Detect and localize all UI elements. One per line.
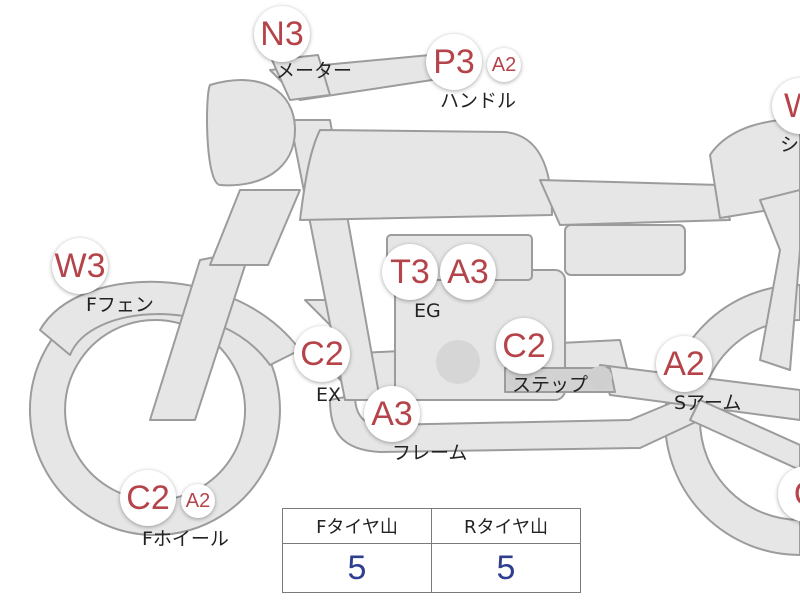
meter-label: メーター bbox=[276, 60, 353, 82]
f-wheel-label: Fホイール bbox=[142, 528, 229, 550]
r-tire-header: Rタイヤ山 bbox=[431, 508, 581, 544]
f-wheel-grade-badge: C2 bbox=[120, 470, 176, 526]
exhaust-label: EX bbox=[316, 384, 342, 406]
table-value-row: 5 5 bbox=[282, 543, 581, 593]
s-arm-label: Sアーム bbox=[674, 392, 742, 414]
f-tire-value: 5 bbox=[282, 543, 432, 593]
step-shape bbox=[504, 367, 616, 393]
engine-grade-badge: T3 bbox=[382, 244, 438, 300]
f-wheel-grade2-badge: A2 bbox=[181, 484, 215, 518]
meter-grade-badge: N3 bbox=[254, 6, 310, 62]
seat-label: シ bbox=[780, 134, 800, 156]
step-label: ステップ bbox=[512, 374, 589, 396]
s-arm-grade-badge: A2 bbox=[656, 336, 712, 392]
r-wheel-grade-badge: C bbox=[778, 466, 800, 522]
engine-grade2-badge: A3 bbox=[440, 244, 496, 300]
handle-label: ハンドル bbox=[440, 90, 517, 112]
tank-shape bbox=[299, 129, 553, 221]
handle-grade-badge: P3 bbox=[426, 34, 482, 90]
exhaust-grade-badge: C2 bbox=[294, 326, 350, 382]
seat-shape bbox=[539, 179, 731, 226]
frame-grade-badge: A3 bbox=[364, 386, 420, 442]
f-fender-grade-badge: W3 bbox=[52, 238, 108, 294]
tire-tread-table: Fタイヤ山 Rタイヤ山 5 5 bbox=[282, 508, 581, 593]
f-tire-header: Fタイヤ山 bbox=[282, 508, 432, 544]
frame-label: フレーム bbox=[392, 442, 468, 464]
handle-grade2-badge: A2 bbox=[487, 48, 521, 82]
table-header-row: Fタイヤ山 Rタイヤ山 bbox=[282, 508, 581, 544]
engine-label: EG bbox=[414, 300, 441, 322]
step-grade-badge: C2 bbox=[496, 318, 552, 374]
r-tire-value: 5 bbox=[431, 543, 581, 593]
f-fender-label: Fフェン bbox=[86, 294, 154, 316]
headlight-shape bbox=[206, 79, 296, 187]
